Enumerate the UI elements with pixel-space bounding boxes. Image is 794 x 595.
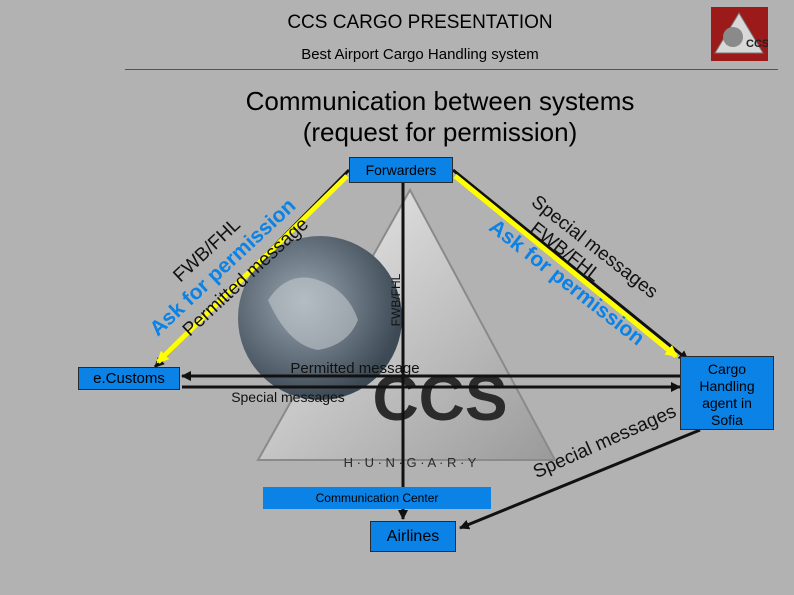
ccs-logo: CCS bbox=[711, 7, 768, 61]
ccs-hungary-image: CCS H · U · N · G · A · R · Y bbox=[238, 187, 557, 470]
header-subtitle: Best Airport Cargo Handling system bbox=[301, 46, 539, 63]
main-title: Communication between systems (request f… bbox=[0, 86, 794, 148]
yellow-arrow-right bbox=[453, 174, 678, 358]
yellow-connectors bbox=[156, 174, 678, 364]
agent-line-4: Sofia bbox=[711, 412, 743, 428]
forwarders-node[interactable]: Forwarders bbox=[349, 157, 453, 183]
communication-center-banner: Communication Center bbox=[263, 487, 491, 509]
lower-special-label: Special messages bbox=[530, 401, 679, 483]
header-title: CCS CARGO PRESENTATION bbox=[287, 12, 553, 33]
ccs-brand-text: CCS bbox=[372, 362, 507, 434]
logo-text: CCS bbox=[746, 38, 768, 50]
vertical-fwb-label: FWB/FHL bbox=[389, 273, 403, 326]
yellow-arrow-left bbox=[156, 174, 349, 364]
agent-line-1: Cargo bbox=[707, 361, 747, 377]
forwarders-to-agent-line bbox=[452, 168, 689, 362]
agent-line-3: agent in bbox=[702, 395, 752, 411]
hungary-text: H · U · N · G · A · R · Y bbox=[344, 455, 477, 470]
airlines-node[interactable]: Airlines bbox=[370, 521, 456, 552]
agent-line-2: Handling bbox=[699, 378, 755, 394]
main-title-line2: (request for permission) bbox=[302, 117, 578, 147]
header-divider bbox=[125, 69, 778, 70]
main-title-line1: Communication between systems bbox=[245, 86, 635, 116]
special-messages-label: Special messages bbox=[231, 389, 345, 405]
agent-to-airlines-line bbox=[459, 428, 701, 530]
permitted-message-label: Permitted message bbox=[290, 360, 419, 377]
ecustoms-node[interactable]: e.Customs bbox=[78, 367, 180, 390]
cargo-agent-node[interactable]: Cargo Handling agent in Sofia bbox=[680, 356, 774, 430]
